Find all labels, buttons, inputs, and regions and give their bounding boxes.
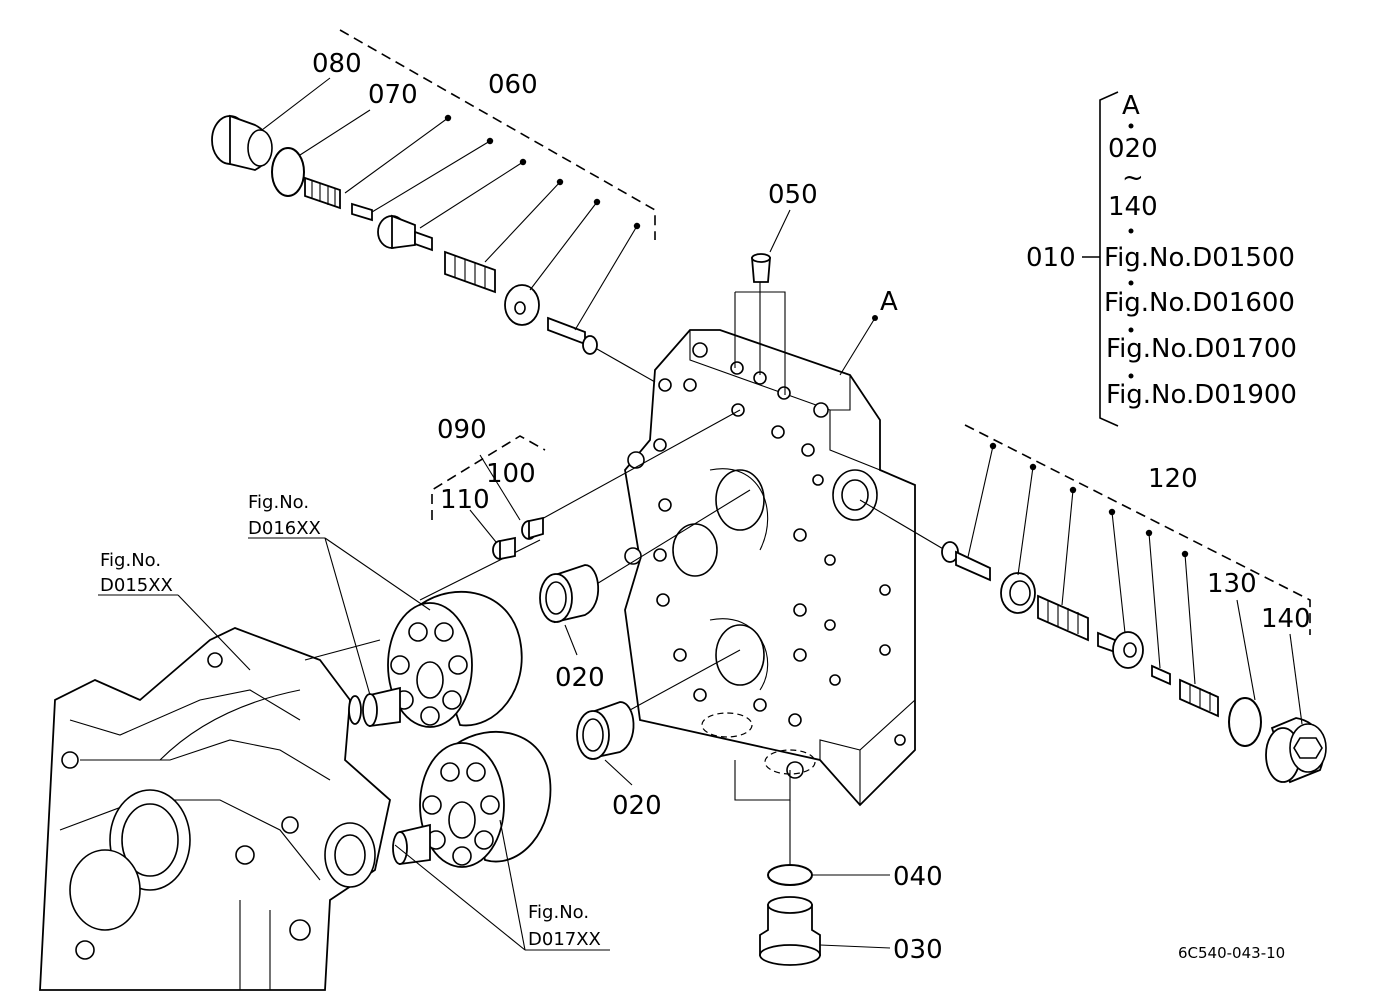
assembly-note-bracket — [1082, 91, 1134, 427]
note-a: A — [1122, 91, 1140, 121]
label-010: 010 — [1026, 243, 1076, 273]
check-valve-kit-090 — [431, 435, 546, 561]
note-ref-4: Fig.No.D01900 — [1106, 380, 1297, 410]
relief-valve-kit-120 — [941, 424, 1327, 784]
relief-valve-kit-060 — [211, 29, 656, 355]
transmission-housing — [39, 627, 391, 991]
valve-body-assembly-a — [624, 315, 916, 807]
label-020-upper: 020 — [555, 663, 605, 693]
label-050: 050 — [768, 180, 818, 210]
label-030: 030 — [893, 935, 943, 965]
label-060: 060 — [488, 70, 538, 100]
figref-d017-line1: Fig.No. — [528, 902, 589, 923]
drawing-id: 6C540-043-10 — [1178, 944, 1285, 962]
note-ref-2: Fig.No.D01600 — [1104, 288, 1295, 318]
label-090: 090 — [437, 415, 487, 445]
pump-rotor-lower — [392, 731, 552, 868]
label-assembly-a: A — [880, 287, 898, 317]
note-ref-1: Fig.No.D01500 — [1104, 243, 1295, 273]
oring-040 — [767, 864, 890, 886]
note-from: 020 — [1108, 134, 1158, 164]
label-040: 040 — [893, 862, 943, 892]
bushing-020-lower — [576, 701, 635, 760]
figref-d015-line2: D015XX — [100, 575, 173, 596]
label-140: 140 — [1261, 604, 1311, 634]
label-110: 110 — [440, 485, 490, 515]
label-080: 080 — [312, 49, 362, 79]
figref-d016-line2: D016XX — [248, 518, 321, 539]
plug-050 — [751, 209, 791, 283]
assembly-axis-lines — [304, 280, 946, 865]
plug-030 — [759, 896, 891, 966]
bushing-020-upper — [539, 564, 600, 624]
label-130: 130 — [1207, 569, 1257, 599]
label-020-lower: 020 — [612, 791, 662, 821]
pump-rotor-upper — [348, 591, 523, 728]
figref-d015-line1: Fig.No. — [100, 550, 161, 571]
note-to: 140 — [1108, 192, 1158, 222]
figure-reference-leaders — [98, 537, 610, 951]
note-ref-3: Fig.No.D01700 — [1106, 334, 1297, 364]
label-070: 070 — [368, 80, 418, 110]
figref-d016-line1: Fig.No. — [248, 492, 309, 513]
label-120: 120 — [1148, 464, 1198, 494]
label-100: 100 — [486, 459, 536, 489]
note-tilde: ~ — [1122, 163, 1144, 193]
figref-d017-line2: D017XX — [528, 929, 601, 950]
